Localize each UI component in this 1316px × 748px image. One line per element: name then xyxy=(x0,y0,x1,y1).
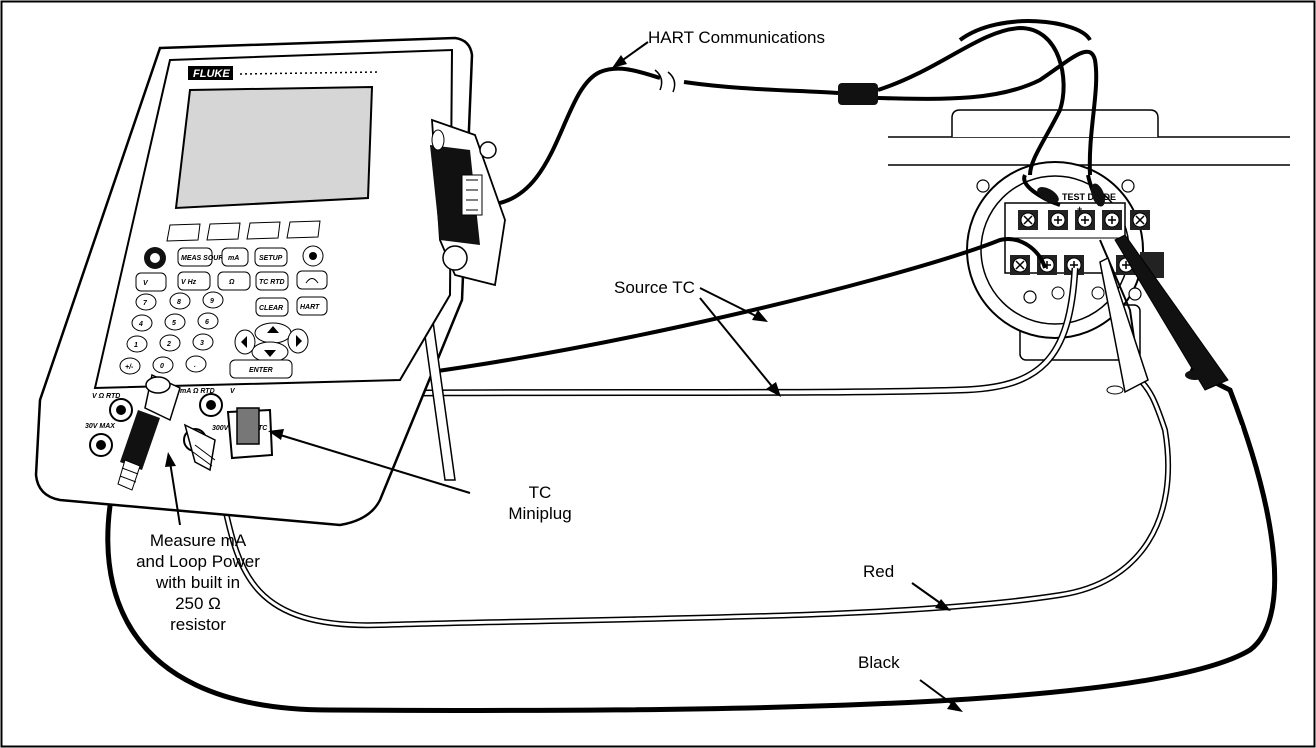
hart-splitter xyxy=(838,83,878,105)
red-lead xyxy=(207,239,1172,629)
svg-text:mA: mA xyxy=(228,255,239,262)
v-hz-key xyxy=(177,271,211,291)
display-screen xyxy=(174,85,374,210)
hart-cable xyxy=(487,19,1105,207)
svg-text:Ω: Ω xyxy=(228,279,235,286)
svg-text:V Ω RTD: V Ω RTD xyxy=(92,393,120,400)
svg-text:7: 7 xyxy=(143,300,148,307)
measure-ma-label: Measure mA and Loop Power with built in … xyxy=(136,531,260,634)
svg-text:TC: TC xyxy=(258,425,268,432)
svg-text:4: 4 xyxy=(138,321,143,328)
pressure-key xyxy=(296,270,328,290)
black-lead xyxy=(105,234,1278,713)
fluke-logo xyxy=(188,66,233,80)
svg-text:8: 8 xyxy=(177,299,181,306)
transmitter-plus: + xyxy=(1077,204,1082,214)
arrow-pad xyxy=(234,322,309,363)
hart-key xyxy=(296,296,328,316)
svg-text:.: . xyxy=(194,362,196,369)
enter-key xyxy=(229,359,293,379)
svg-text:ENTER: ENTER xyxy=(249,367,273,374)
v-key xyxy=(135,272,167,292)
black-plug xyxy=(120,410,160,470)
hart-communications-label: HART Communications xyxy=(648,28,825,47)
svg-text:6: 6 xyxy=(205,319,209,326)
svg-text:SETUP: SETUP xyxy=(259,255,283,262)
meas-source-key xyxy=(177,247,213,267)
black-lead-label: Black xyxy=(858,653,900,672)
svg-text:mA Ω RTD: mA Ω RTD xyxy=(180,388,215,395)
svg-text:MEAS SOURCE: MEAS SOURCE xyxy=(181,255,233,262)
svg-text:9: 9 xyxy=(210,298,214,305)
svg-text:+/-: +/- xyxy=(125,364,134,371)
transmitter-label: TEST DIODE xyxy=(1062,192,1116,202)
numeric-keypad: 7 8 9 4 5 6 1 2 3 +/- 0 . xyxy=(119,291,224,375)
tc-rtd-key xyxy=(255,271,289,291)
svg-text:V Hz: V Hz xyxy=(181,279,197,286)
svg-text:5: 5 xyxy=(172,320,176,327)
fluke-calibrator: FLUKE MEAS SOURCE mA SETUP V V Hz Ω TC R… xyxy=(34,36,506,527)
svg-text:HART: HART xyxy=(300,304,320,311)
svg-text:3: 3 xyxy=(200,340,204,347)
clear-key xyxy=(255,297,289,317)
red-lead-label: Red xyxy=(863,562,895,581)
svg-text:30V MAX: 30V MAX xyxy=(85,423,116,430)
svg-text:TC RTD: TC RTD xyxy=(259,279,285,286)
svg-text:V: V xyxy=(230,388,236,395)
svg-text:2: 2 xyxy=(166,341,171,348)
setup-key xyxy=(254,247,288,267)
svg-text:1: 1 xyxy=(134,342,138,349)
tc-miniplug-label: TC Miniplug xyxy=(508,483,572,523)
softkeys xyxy=(166,220,321,242)
tc-miniplug xyxy=(236,407,260,445)
hart-port-connector xyxy=(430,118,506,287)
ohm-key xyxy=(217,271,251,291)
svg-text:0: 0 xyxy=(160,363,164,370)
callout-arrows xyxy=(165,41,963,712)
ma-key xyxy=(221,247,249,267)
svg-text:CLEAR: CLEAR xyxy=(259,305,283,312)
fluke-logo-text: FLUKE xyxy=(193,68,230,80)
source-tc-label: Source TC xyxy=(614,278,695,297)
svg-text:V: V xyxy=(143,280,149,287)
